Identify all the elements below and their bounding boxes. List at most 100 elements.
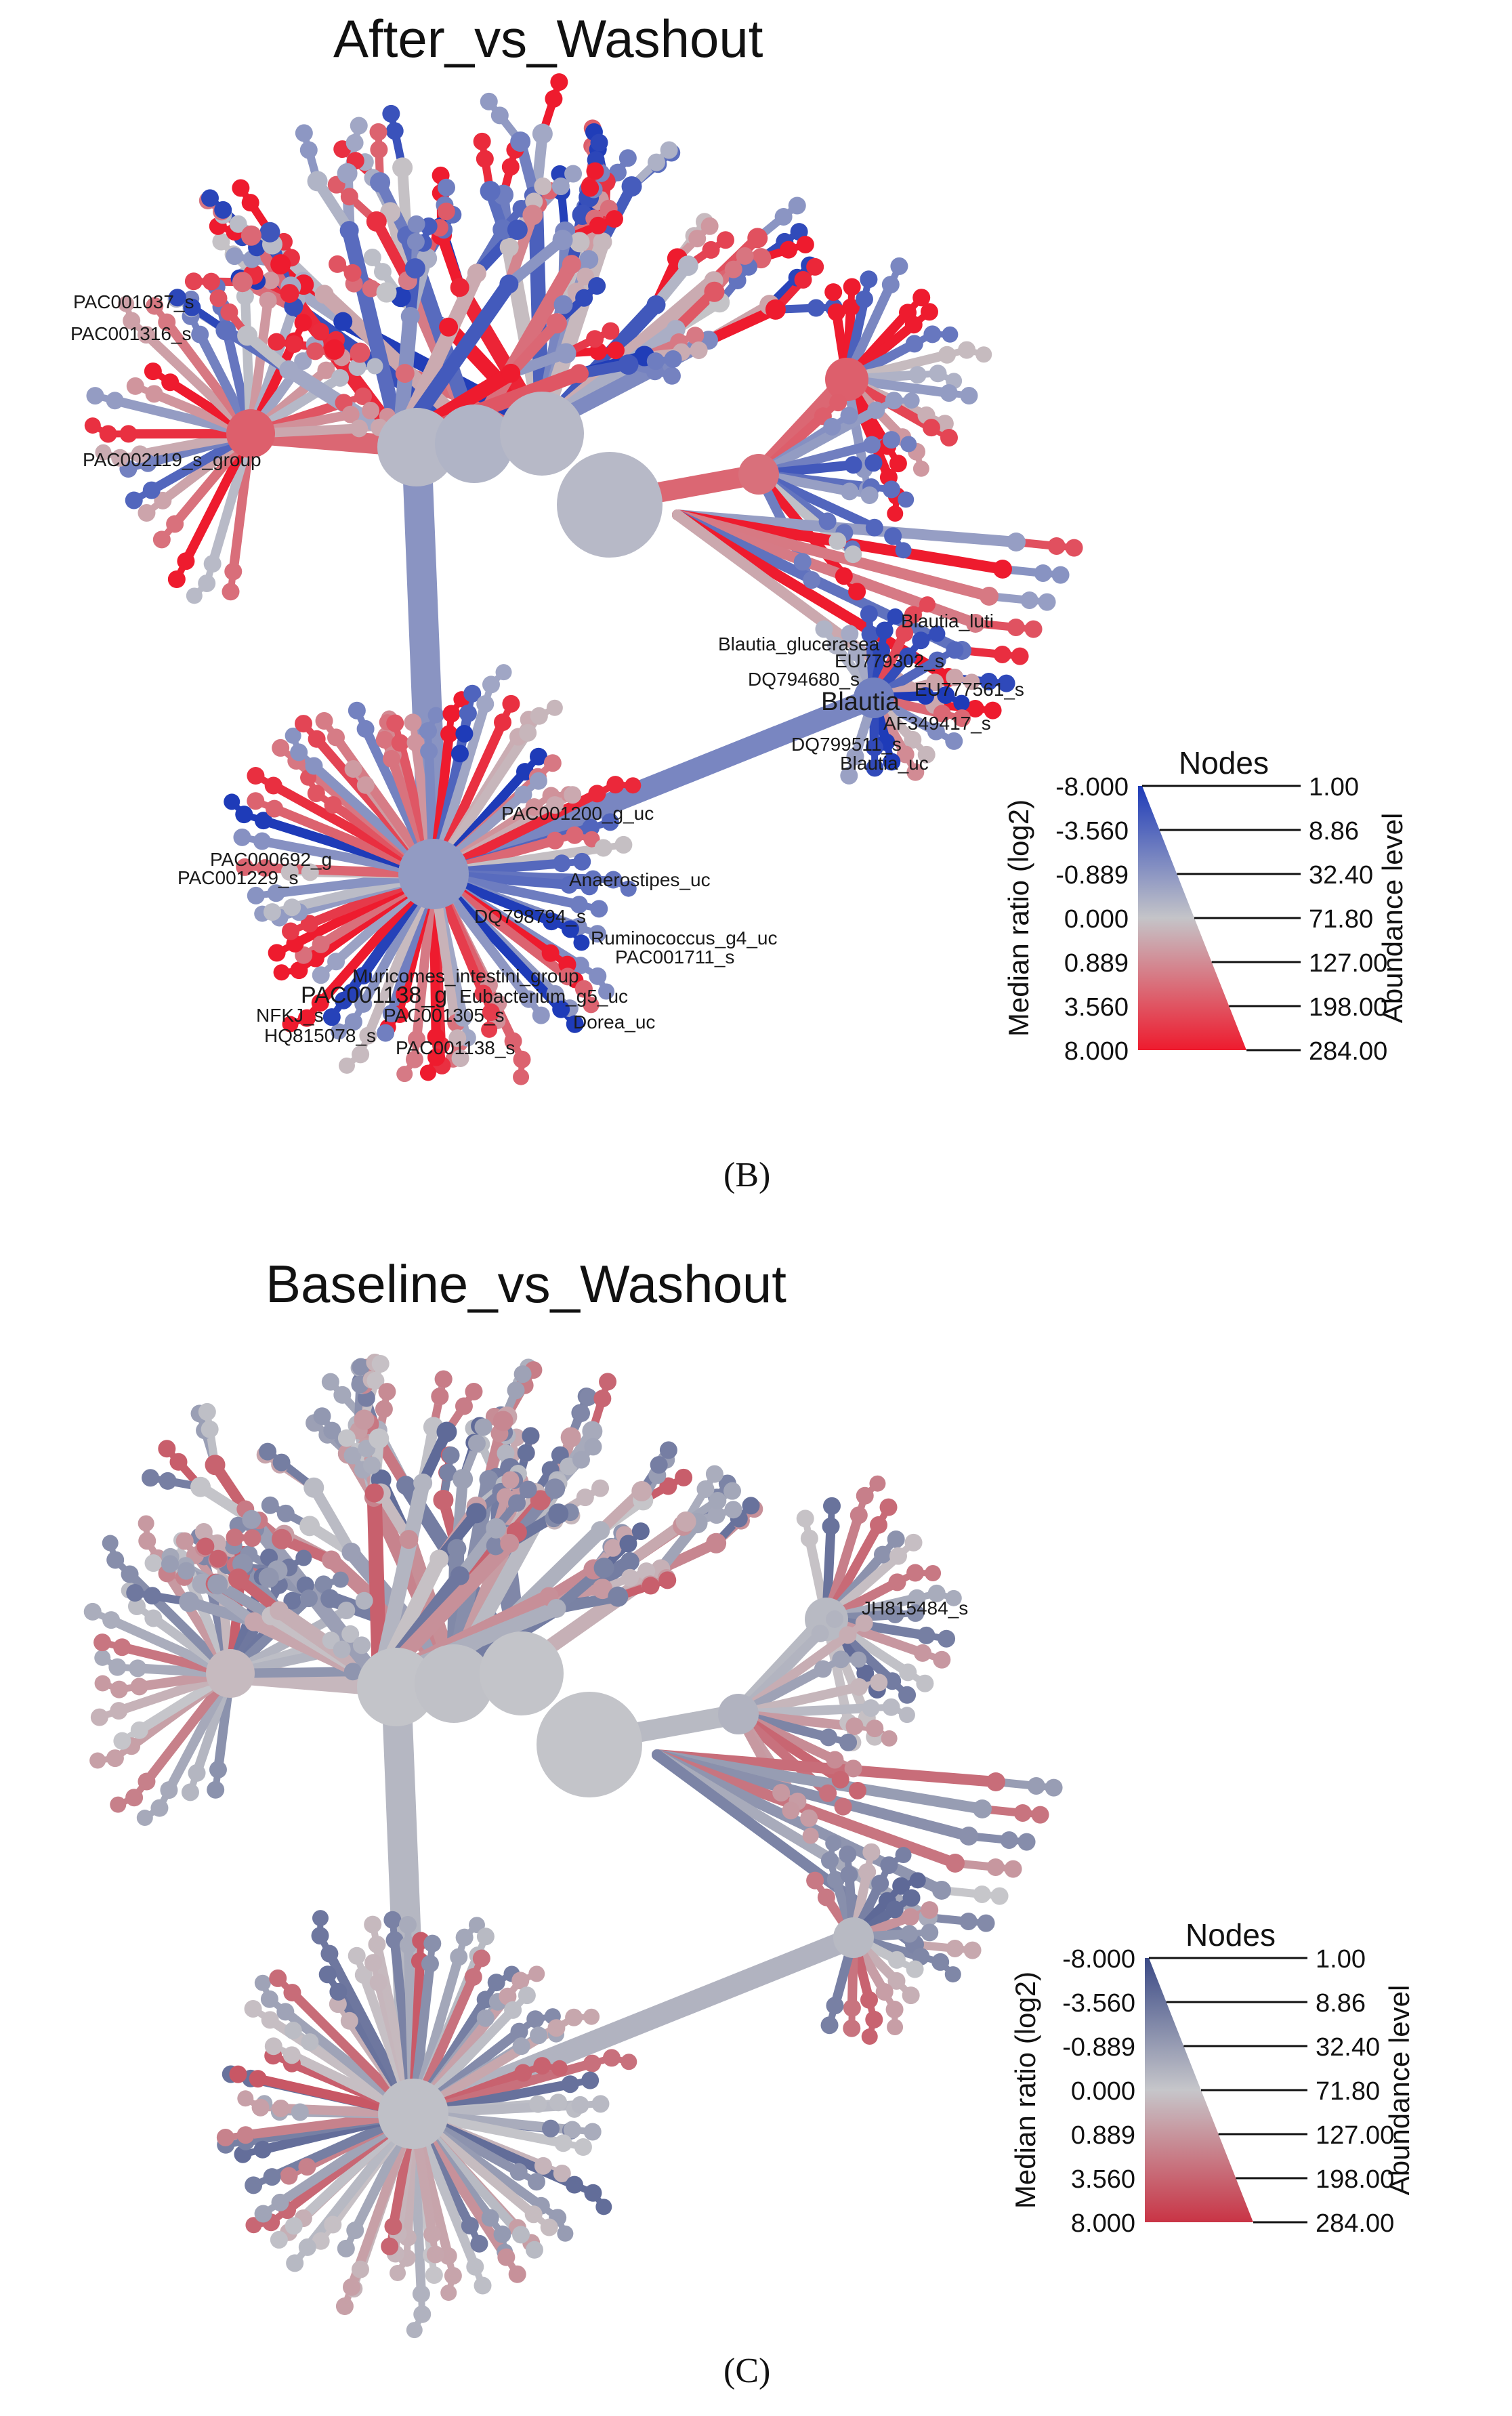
tree-node bbox=[932, 1881, 951, 1900]
tree-node bbox=[196, 1537, 215, 1556]
tree-node bbox=[407, 1030, 425, 1048]
tree-node bbox=[928, 651, 946, 669]
tree-node bbox=[545, 89, 563, 108]
tree-node bbox=[412, 2285, 430, 2303]
tree-node bbox=[561, 920, 579, 938]
tree-node bbox=[209, 1549, 227, 1568]
taxon-label: Blautia_glucerasea bbox=[718, 633, 880, 654]
taxon-label: PAC001037_s bbox=[73, 291, 194, 312]
legend-abundance-tick: 284.00 bbox=[1316, 2209, 1394, 2238]
tree-node bbox=[111, 449, 129, 467]
tree-node bbox=[113, 1638, 131, 1657]
tree-node bbox=[952, 709, 971, 727]
tree-node bbox=[327, 953, 345, 971]
legend-ratio-axis-label: Median ratio (log2) bbox=[1003, 799, 1034, 1037]
tree-node bbox=[537, 1692, 642, 1797]
tree-node bbox=[892, 1877, 910, 1895]
tree-node bbox=[903, 392, 920, 409]
tree-node bbox=[862, 1699, 880, 1717]
tree-node bbox=[543, 913, 561, 931]
tree-node bbox=[562, 255, 581, 274]
tree-node bbox=[591, 1479, 610, 1497]
tree-node bbox=[848, 583, 866, 601]
tree-node bbox=[341, 405, 360, 423]
tree-node bbox=[127, 1597, 146, 1615]
tree-node bbox=[862, 1843, 881, 1861]
tree-node bbox=[832, 1650, 850, 1669]
tree-node bbox=[848, 1781, 866, 1799]
tree-node bbox=[261, 271, 280, 289]
tree-node bbox=[466, 1503, 487, 1524]
tree-node bbox=[395, 364, 415, 383]
tree-node bbox=[840, 407, 858, 425]
tree-node bbox=[343, 1446, 362, 1465]
tree-node bbox=[800, 1809, 818, 1827]
tree-node bbox=[242, 1509, 261, 1529]
tree-node bbox=[921, 1923, 939, 1942]
tree-node bbox=[828, 532, 847, 550]
tree-node bbox=[369, 1428, 390, 1449]
tree-node bbox=[834, 1797, 852, 1816]
tree-node bbox=[826, 1871, 845, 1889]
tree-node bbox=[846, 747, 864, 766]
tree-node bbox=[343, 264, 362, 282]
taxon-label: Ruminococcus_g4_uc bbox=[591, 928, 778, 949]
tree-node bbox=[244, 1999, 262, 2018]
tree-node bbox=[831, 1770, 849, 1789]
tree-node bbox=[254, 812, 272, 830]
tree-node bbox=[581, 179, 600, 197]
tree-node bbox=[602, 2049, 621, 2067]
tree-node bbox=[486, 1518, 507, 1539]
tree-node bbox=[843, 2019, 861, 2037]
tree-node bbox=[305, 757, 323, 775]
tree-node bbox=[659, 1477, 677, 1495]
tree-node bbox=[835, 567, 853, 585]
tree-node bbox=[259, 1442, 277, 1461]
tree-node bbox=[814, 1660, 832, 1678]
tree-node bbox=[327, 728, 345, 747]
tree-node bbox=[501, 1471, 520, 1489]
tree-node bbox=[1034, 564, 1052, 582]
legend-abundance-tick: 8.86 bbox=[1316, 1989, 1366, 2018]
legend-abundance-tick: 127.00 bbox=[1309, 949, 1387, 978]
tree-node bbox=[663, 367, 681, 385]
legend-abundance-tick: 127.00 bbox=[1316, 2121, 1394, 2150]
tree-node bbox=[314, 285, 334, 304]
legend-ratio-tick: 3.560 bbox=[1071, 2165, 1135, 2194]
taxon-label: NFKJ_s bbox=[256, 1005, 324, 1026]
tree-node bbox=[406, 734, 425, 752]
tree-node bbox=[283, 898, 301, 917]
tree-node bbox=[865, 518, 883, 537]
tree-node bbox=[382, 104, 400, 123]
tree-node bbox=[383, 750, 401, 768]
tree-node bbox=[824, 283, 843, 301]
tree-node bbox=[384, 2217, 402, 2236]
tree-node bbox=[256, 859, 274, 877]
tree-node bbox=[511, 2226, 530, 2244]
tree-node bbox=[322, 1550, 341, 1570]
tree-node bbox=[819, 1784, 837, 1802]
tree-node bbox=[586, 330, 604, 348]
tree-node bbox=[494, 713, 512, 732]
tree-node bbox=[593, 232, 612, 252]
tree-node bbox=[829, 394, 847, 412]
tree-node bbox=[177, 552, 195, 570]
tree-node bbox=[588, 277, 606, 295]
tree-node bbox=[825, 1835, 842, 1852]
tree-node bbox=[473, 132, 491, 150]
tree-node bbox=[459, 705, 477, 723]
tree-node bbox=[168, 289, 186, 307]
tree-node bbox=[378, 1383, 396, 1401]
tree-node bbox=[351, 2260, 369, 2278]
tree-node bbox=[298, 2158, 316, 2176]
tree-node bbox=[472, 1949, 490, 1967]
tree-node bbox=[504, 1032, 522, 1050]
tree-node bbox=[534, 177, 552, 195]
tree-node bbox=[507, 220, 528, 241]
tree-node bbox=[546, 796, 564, 814]
tree-node bbox=[569, 364, 589, 383]
tree-node bbox=[576, 1488, 594, 1507]
tree-node bbox=[419, 1064, 436, 1081]
tree-node bbox=[553, 295, 573, 314]
tree-node bbox=[244, 1612, 264, 1631]
